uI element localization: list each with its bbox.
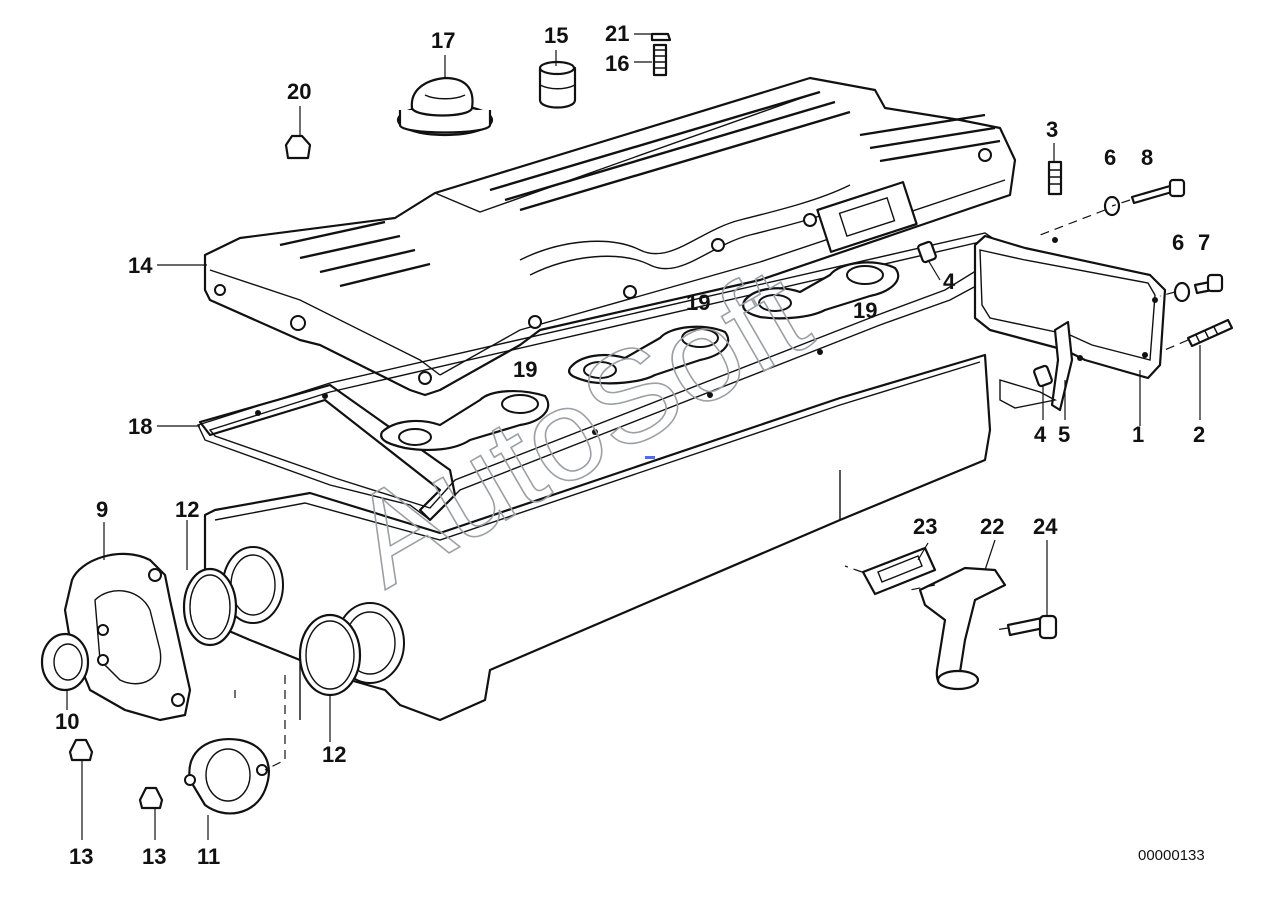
valve-cover: [203, 76, 1017, 397]
callout-21: 21: [605, 21, 629, 46]
callout-6b: 6: [1172, 230, 1184, 255]
cylinder-head: [203, 353, 992, 722]
callout-23: 23: [913, 514, 937, 539]
callout-12b: 12: [322, 742, 346, 767]
callout-4a: 4: [943, 269, 956, 294]
callout-4b: 4: [1034, 422, 1047, 447]
callout-9: 9: [96, 497, 108, 522]
nut-and-stud: [650, 32, 672, 77]
callout-13b: 13: [142, 844, 166, 869]
end-cover: [184, 737, 270, 815]
callout-20: 20: [287, 79, 311, 104]
callout-13a: 13: [69, 844, 93, 869]
callout-19b: 19: [686, 290, 710, 315]
oil-filler-cap: [396, 76, 494, 137]
spark-plug-seals: [380, 261, 900, 452]
callout-14: 14: [128, 253, 153, 278]
callout-1: 1: [1132, 422, 1144, 447]
center-marker: [645, 456, 655, 459]
callout-8: 8: [1141, 145, 1153, 170]
callout-24: 24: [1033, 514, 1058, 539]
callout-6a: 6: [1104, 145, 1116, 170]
cap-nuts: [68, 738, 164, 810]
callout-2: 2: [1193, 422, 1205, 447]
o-rings: [182, 567, 362, 697]
outlet-flange: [861, 546, 1058, 691]
cap-nut: [284, 134, 312, 160]
callout-15: 15: [544, 23, 568, 48]
callout-12a: 12: [175, 497, 199, 522]
callout-11: 11: [197, 844, 220, 869]
leader-lines: [66, 33, 1201, 840]
timing-housing: [63, 552, 192, 722]
diagram-reference-number: 00000133: [1138, 847, 1205, 864]
bolts: [1130, 178, 1234, 348]
callout-19a: 19: [513, 357, 537, 382]
callout-5: 5: [1058, 422, 1070, 447]
callout-22: 22: [980, 514, 1004, 539]
cover-plate: [917, 234, 1167, 412]
callout-16: 16: [605, 51, 629, 76]
callout-7: 7: [1198, 230, 1210, 255]
stud-3: [1047, 160, 1063, 196]
bushing: [538, 60, 577, 109]
callout-19c: 19: [853, 298, 877, 323]
callout-18: 18: [128, 414, 152, 439]
oil-seal: [40, 632, 90, 692]
callout-3: 3: [1046, 117, 1058, 142]
callout-numbers: 1 2 3 4 4 5 6 6 7 8 9 10 11 12 12 13 13 …: [55, 21, 1210, 869]
callout-10: 10: [55, 709, 79, 734]
callout-17: 17: [431, 28, 455, 53]
